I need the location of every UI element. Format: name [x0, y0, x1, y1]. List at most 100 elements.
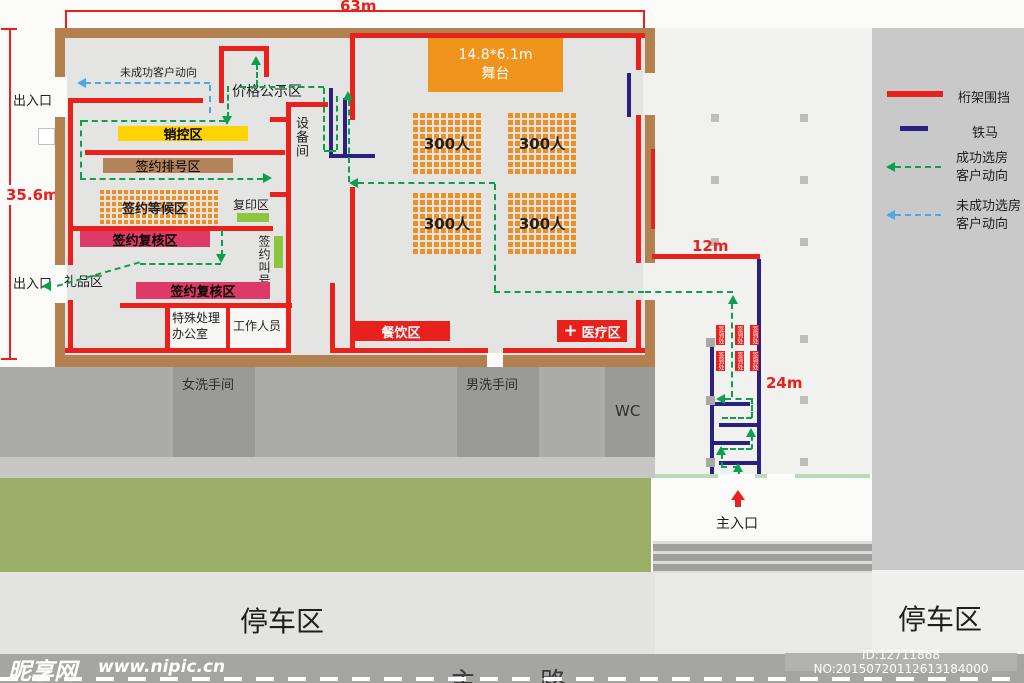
truss-right-wall: [636, 300, 641, 350]
seat-block-1: 300人: [413, 112, 481, 174]
queue-barrier-right: [757, 259, 761, 476]
green-strip: [0, 478, 651, 572]
door-gap-right-bottom: [643, 263, 657, 300]
flow-ok-path-outdoor: [751, 398, 753, 418]
zone-copy-label: 复印区: [233, 198, 270, 212]
flow-ok-arrow: [733, 463, 743, 472]
checkin-booth: 签到处: [716, 325, 725, 345]
zone-sign-call-desk: [274, 236, 283, 268]
flow-ok-path: [494, 291, 644, 293]
checkin-booth: 签到处: [735, 325, 744, 345]
flow-ok-path: [82, 120, 225, 122]
truss-price-pocket: [219, 46, 224, 103]
checkin-booth: 签到处: [735, 351, 744, 371]
watermark-id: ID:12711868 NO:20150720112613184000: [785, 648, 1017, 676]
legend-success-arrow: [886, 162, 895, 172]
seat-count: 300人: [518, 134, 566, 153]
truss-left-wall: [68, 300, 73, 350]
flow-fail-path: [209, 85, 211, 113]
truss-stub: [270, 117, 286, 122]
stairs-step: [653, 564, 872, 571]
queue-switchback-bar: [719, 423, 757, 427]
flow-ok-arrow: [728, 295, 738, 304]
flow-ok-arrow: [263, 173, 272, 183]
flow-ok-path: [140, 263, 221, 265]
legend-truss-label: 桁架围挡: [958, 91, 1011, 106]
dimension-tick: [643, 10, 645, 28]
zone-sign-queue: 签约排号区: [103, 158, 233, 175]
dimension-line-top: [65, 10, 645, 12]
restroom-women-label: 女洗手间: [182, 378, 235, 393]
seat-block-4: 300人: [508, 192, 576, 254]
iron-barrier: [343, 98, 347, 158]
plaza-edge-gap: [718, 474, 755, 478]
flow-ok-path-outdoor: [645, 291, 733, 293]
dimension-tick: [1, 28, 17, 30]
legend-fail-label: 未成功选房 客户动向: [956, 199, 1022, 232]
flow-ok-path: [324, 150, 336, 152]
flow-ok-arrow: [216, 254, 226, 263]
column-marker: [38, 128, 55, 145]
plaza-column: [800, 458, 808, 466]
watermark-logo: 昵享网: [8, 659, 77, 683]
flow-ok-arrow: [222, 116, 232, 125]
zone-sign-wait-label: 签约等候区: [122, 202, 188, 217]
restroom-men-label: 男洗手间: [466, 378, 519, 393]
truss-hall-top: [350, 33, 645, 38]
flow-ok-arrow: [251, 56, 261, 65]
flow-ok-path: [494, 184, 496, 291]
outdoor-plaza: [655, 28, 872, 474]
legend-success-swatch: [895, 166, 941, 168]
plaza-column: [711, 114, 719, 122]
flow-ok-path-outdoor: [725, 398, 752, 400]
seat-block-3: 300人: [413, 192, 481, 254]
plaza-column: [800, 114, 808, 122]
flow-ok-arrow: [716, 446, 726, 455]
watermark-url: www.nipic.cn: [98, 657, 226, 677]
flow-ok-path: [348, 100, 350, 182]
door-gap-left-top: [53, 77, 67, 117]
dimension-tick: [1, 358, 17, 360]
dimension-width-label: 63m: [340, 0, 377, 15]
plaza-column: [711, 176, 719, 184]
legend-fail-swatch: [895, 214, 941, 216]
plaza-edge-gap: [767, 474, 795, 478]
parking-right-label: 停车区: [898, 603, 983, 636]
zone-sign-call-label: 签约叫号: [257, 235, 271, 287]
zone-sales-control: 销控区: [118, 126, 248, 143]
room-special-office: [170, 308, 226, 348]
seat-block-2: 300人: [508, 112, 576, 174]
iron-barrier: [329, 154, 375, 158]
seat-count: 300人: [518, 214, 566, 233]
flow-fail-label: 未成功客户动向: [120, 66, 197, 79]
flow-ok-path: [336, 96, 338, 150]
main-entrance-label: 主入口: [716, 516, 758, 532]
legend-truss-swatch: [887, 91, 943, 97]
flow-ok-path: [323, 88, 325, 150]
parking-left-label: 停车区: [240, 605, 325, 638]
queue-switchback-bar: [712, 402, 750, 406]
queue-length-label: 24m: [766, 374, 803, 392]
iron-barrier-door: [627, 73, 631, 117]
queue-node: [706, 338, 715, 347]
flow-ok-path-outdoor: [751, 436, 753, 449]
flow-ok-path-outdoor: [722, 417, 752, 419]
truss-divider-top: [286, 102, 328, 107]
zone-price-label: 价格公示区: [232, 84, 302, 100]
restroom-wc-label: WC: [615, 402, 641, 420]
flow-ok-path-outdoor: [738, 466, 740, 478]
zone-sign-review-2: 签约复核区: [136, 282, 270, 300]
walkway-strip: [0, 457, 655, 478]
room-staff: [230, 308, 286, 348]
truss-left-wall: [68, 98, 73, 265]
door-gap-left-bottom: [53, 265, 67, 303]
truss-price-pocket: [264, 46, 269, 77]
queue-barrier-left: [710, 342, 714, 476]
stairs-step: [653, 544, 872, 551]
checkin-booth: 签到处: [716, 351, 725, 371]
seat-count: 300人: [423, 214, 471, 233]
flow-ok-path-outdoor: [722, 448, 752, 450]
restroom-strip: [0, 367, 655, 457]
restroom-women: [173, 367, 255, 457]
